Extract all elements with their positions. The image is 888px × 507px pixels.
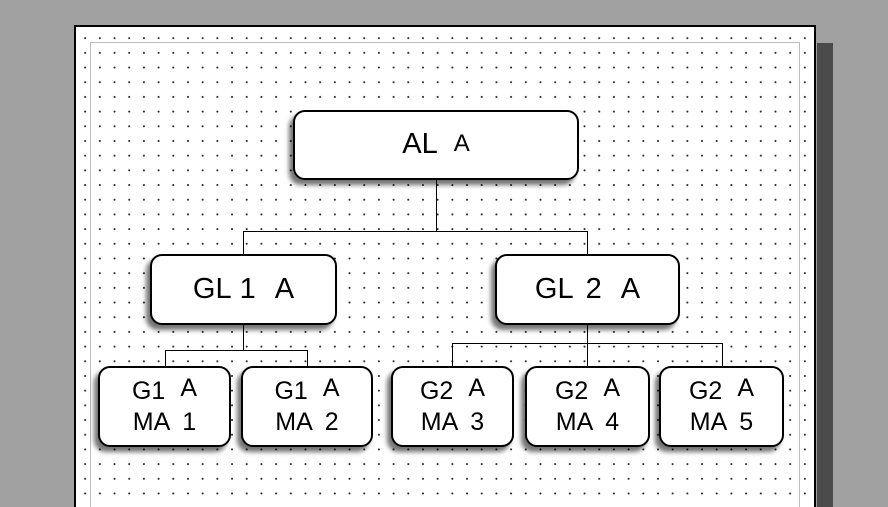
node-label-number: 3 xyxy=(470,407,485,436)
node-label-row: G2 A xyxy=(419,374,486,407)
node-label-suffix: A xyxy=(453,130,470,158)
node-g2-ma4[interactable]: G2 A MA 4 xyxy=(525,366,650,447)
node-g2-ma3[interactable]: G2 A MA 3 xyxy=(391,366,514,447)
edge-drop-ma2 xyxy=(307,350,308,367)
node-label-suffix: A xyxy=(180,374,198,402)
node-label2: MA xyxy=(275,407,313,436)
node-label-number: 1 xyxy=(182,407,197,436)
node-label-row: G1 A xyxy=(131,374,198,407)
edge-drop-gl1 xyxy=(243,231,244,255)
node-label: GL xyxy=(192,272,232,305)
node-label-row2: MA 2 xyxy=(275,407,338,438)
edge-root-hbar xyxy=(243,231,588,232)
node-label2: MA xyxy=(555,407,594,436)
node-label-row2: MA 5 xyxy=(690,407,753,438)
node-label-number: 4 xyxy=(605,407,620,436)
node-label-suffix: A xyxy=(620,272,641,305)
node-label: G1 xyxy=(274,377,308,405)
node-al-a[interactable]: AL A xyxy=(293,110,579,180)
node-g2-ma5[interactable]: G2 A MA 5 xyxy=(659,366,784,447)
node-label-number: 2 xyxy=(585,272,602,305)
node-g1-ma1[interactable]: G1 A MA 1 xyxy=(98,366,231,447)
node-label-row2: MA 3 xyxy=(421,407,484,438)
node-label-row: GL 2 A xyxy=(535,272,640,307)
node-label-row: G2 A xyxy=(688,374,755,407)
node-label-suffix: A xyxy=(322,374,340,402)
node-label-number: 1 xyxy=(239,272,256,305)
node-label-row2: MA 4 xyxy=(556,407,619,438)
page-shadow xyxy=(817,43,833,507)
node-label2: MA xyxy=(132,407,171,436)
node-label: G2 xyxy=(419,377,454,405)
node-label: G2 xyxy=(554,377,589,405)
node-label-row: AL A xyxy=(402,127,470,162)
node-label-row: GL 1 A xyxy=(193,272,294,307)
node-g1-ma2[interactable]: G1 A MA 2 xyxy=(241,366,373,447)
node-label-suffix: A xyxy=(603,374,621,402)
node-label-suffix: A xyxy=(274,272,295,305)
edge-drop-ma5 xyxy=(722,343,723,367)
node-gl1-a[interactable]: GL 1 A xyxy=(150,254,337,325)
edge-drop-gl2 xyxy=(587,231,588,255)
edge-gl1-stem xyxy=(243,325,244,351)
edge-gl2-stem xyxy=(587,325,588,344)
node-label-row: G1 A xyxy=(274,374,340,407)
node-label2: MA xyxy=(420,407,459,436)
edge-drop-ma1 xyxy=(165,350,166,367)
node-label: GL xyxy=(534,272,574,305)
node-label-row: G2 A xyxy=(554,374,621,407)
edge-drop-ma4 xyxy=(587,343,588,367)
page-margin-frame xyxy=(90,42,800,507)
node-label-number: 5 xyxy=(739,407,754,436)
node-label-suffix: A xyxy=(737,374,755,402)
node-label-suffix: A xyxy=(468,374,486,402)
edge-drop-ma3 xyxy=(452,343,453,367)
node-gl2-a[interactable]: GL 2 A xyxy=(495,254,680,325)
node-label-row2: MA 1 xyxy=(133,407,196,438)
node-label: G2 xyxy=(688,377,723,405)
edge-gl1-hbar xyxy=(165,350,308,351)
node-label-number: 2 xyxy=(324,407,339,436)
node-label: AL xyxy=(402,128,438,161)
node-label2: MA xyxy=(689,407,728,436)
edge-root-stem xyxy=(436,180,437,231)
node-label: G1 xyxy=(131,377,166,405)
